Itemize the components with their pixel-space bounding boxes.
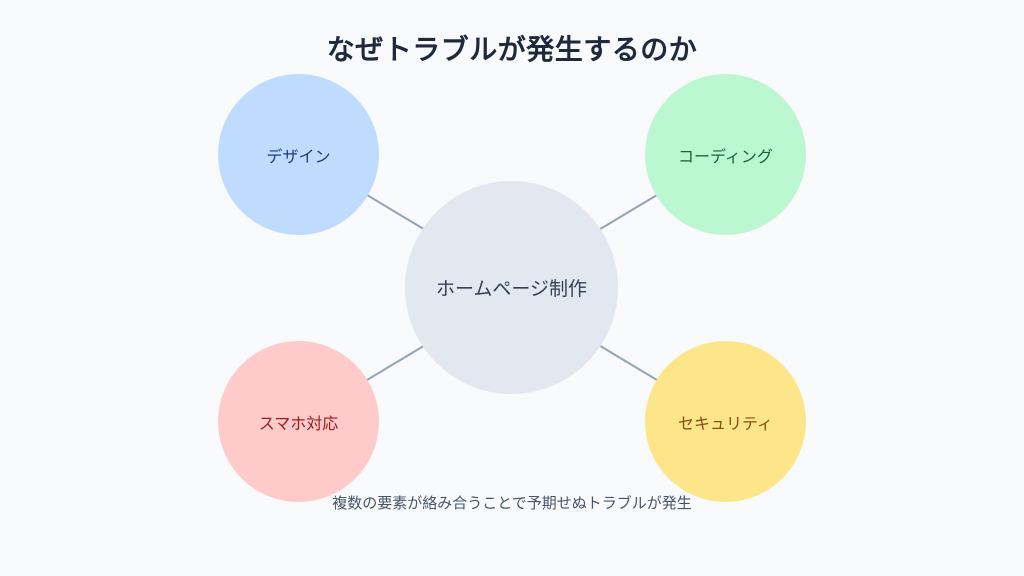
connector-security — [591, 340, 663, 384]
node-design: デザイン — [218, 74, 379, 235]
node-coding-label: コーディング — [678, 146, 773, 166]
caption: 複数の要素が絡み合うことで予期せぬトラブルが発生 — [332, 494, 692, 512]
page-title: なぜトラブルが発生するのか — [326, 33, 698, 66]
node-mobile: スマホ対応 — [218, 341, 379, 502]
node-design-label: デザイン — [266, 146, 331, 166]
connector-coding — [591, 191, 663, 235]
center-node-label: ホームページ制作 — [435, 278, 588, 300]
node-mobile-label: スマホ対応 — [258, 413, 339, 433]
node-coding: コーディング — [645, 74, 806, 235]
connector-mobile — [361, 340, 433, 384]
connector-design — [361, 191, 433, 235]
center-node: ホームページ制作 — [405, 181, 618, 394]
node-security: セキュリティ — [645, 341, 806, 502]
node-security-label: セキュリティ — [677, 413, 774, 433]
